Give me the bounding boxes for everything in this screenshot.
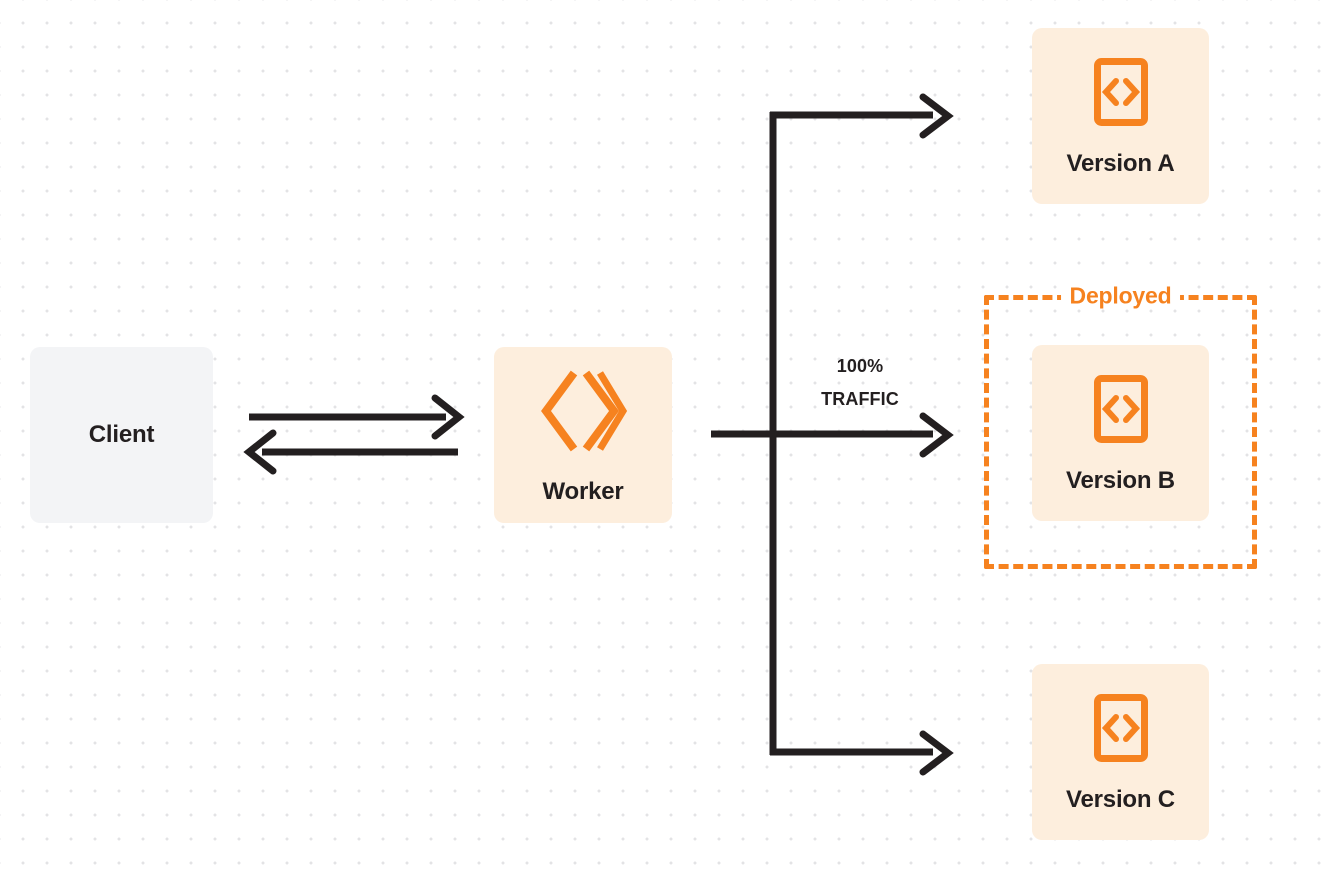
connector-client-to-worker <box>249 394 465 440</box>
code-file-icon <box>1093 57 1149 132</box>
traffic-word: TRAFFIC <box>821 389 899 410</box>
connector-worker-to-version-c <box>770 730 954 776</box>
version-a-node[interactable]: Version A <box>1032 28 1209 204</box>
cloudflare-workers-logo-icon <box>537 367 629 460</box>
version-b-label: Version B <box>1066 466 1175 494</box>
client-node[interactable]: Client <box>30 347 213 523</box>
worker-label: Worker <box>542 477 624 505</box>
code-file-icon <box>1093 374 1149 449</box>
version-c-node[interactable]: Version C <box>1032 664 1209 840</box>
connector-worker-trunk <box>711 112 790 755</box>
connector-worker-to-version-a <box>770 93 954 139</box>
version-b-node[interactable]: Version B <box>1032 345 1209 521</box>
traffic-label: 100% TRAFFIC <box>790 350 930 417</box>
deployed-group-label: Deployed <box>1060 284 1181 308</box>
version-c-label: Version C <box>1066 785 1175 813</box>
connector-worker-to-client <box>243 429 458 475</box>
code-file-icon <box>1093 693 1149 768</box>
deployed-group: Deployed <box>984 284 1257 569</box>
connector-worker-to-version-b <box>773 412 954 458</box>
traffic-percent: 100% <box>836 356 884 376</box>
client-label: Client <box>88 421 155 448</box>
worker-node[interactable]: Worker <box>494 347 672 523</box>
version-a-label: Version A <box>1066 149 1175 177</box>
